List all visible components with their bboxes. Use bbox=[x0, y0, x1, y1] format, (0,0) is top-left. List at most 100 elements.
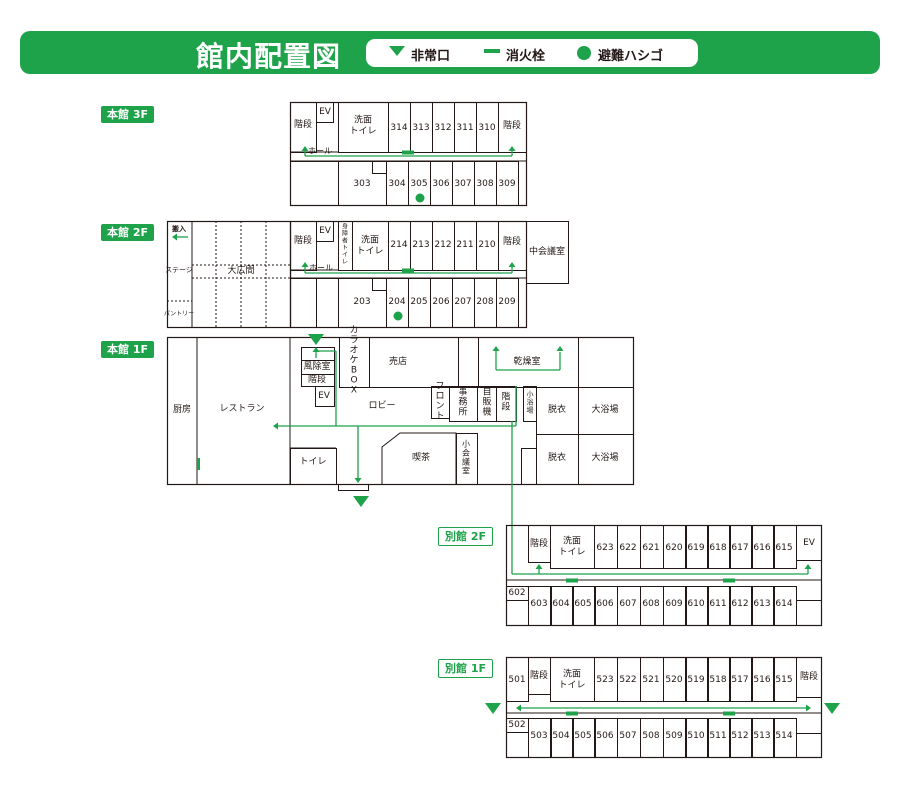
annex-2f-evac-arrow bbox=[804, 564, 812, 569]
main-2f-room-number: 209 bbox=[498, 297, 515, 307]
annex-1f-washroom-label: トイレ bbox=[558, 681, 585, 691]
main-1f-tea-label: 喫茶 bbox=[412, 451, 430, 463]
annex-2f-room bbox=[751, 525, 775, 569]
main-1f-karaoke-label: B bbox=[351, 366, 357, 376]
annex-1f-washroom-label: 洗面 bbox=[563, 668, 581, 680]
main-2f-room-number: 212 bbox=[434, 240, 451, 250]
main-1f-vestibule-label: 風除室 bbox=[303, 360, 330, 372]
main-1f-evac-arrow bbox=[556, 346, 564, 351]
annex-2f-room-number: 621 bbox=[642, 543, 659, 553]
main-1f-emergency-exit bbox=[353, 496, 369, 507]
annex-1f-room bbox=[663, 657, 687, 702]
annex-2f-washroom-label: 洗面 bbox=[563, 535, 581, 547]
main-3f-ev bbox=[316, 102, 334, 123]
main-3f-evac-arrow bbox=[508, 146, 516, 151]
floor-label-main-3f: 本館 3F bbox=[101, 106, 154, 123]
emergency-exit-triangle-icon bbox=[389, 46, 405, 56]
main-2f-room-number: 210 bbox=[478, 240, 495, 250]
main-3f-room-number: 312 bbox=[434, 123, 451, 133]
main-1f-small-meeting-label: 小 bbox=[462, 440, 470, 449]
main-2f-hall-label: ホール bbox=[309, 264, 333, 273]
floor-label-annex-2f: 別館 2F bbox=[438, 527, 493, 546]
annex-2f-room-number: 613 bbox=[753, 599, 770, 609]
annex-1f-room-number: 523 bbox=[596, 675, 613, 685]
annex-2f-room bbox=[707, 525, 731, 569]
annex-1f-stairs-right-label: 階段 bbox=[800, 670, 818, 682]
main-2f-stairs-left-label: 階段 bbox=[294, 234, 312, 246]
main-1f-vending-label: 販 bbox=[482, 396, 491, 408]
annex-1f-room-number: 506 bbox=[596, 731, 613, 741]
annex-2f-room bbox=[685, 586, 709, 626]
main-2f-ev-label: EV bbox=[319, 226, 332, 236]
main-3f-escape-ladder bbox=[415, 193, 425, 203]
main-1f-shop-label: 売店 bbox=[389, 355, 407, 367]
main-1f-vending-label: 自 bbox=[482, 386, 491, 398]
main-1f-bath-label: 大浴場 bbox=[591, 403, 618, 415]
annex-1f-fire-hydrant bbox=[723, 711, 735, 716]
annex-2f-room bbox=[663, 525, 687, 569]
main-1f-drying-label: 乾燥室 bbox=[513, 355, 540, 367]
annex-2f-room-number: 609 bbox=[665, 599, 682, 609]
annex-1f-room bbox=[685, 718, 709, 758]
main-2f-washroom-label: 洗面 bbox=[361, 234, 379, 246]
main-2f-room-block bbox=[316, 278, 339, 328]
main-1f-bath-label: 大浴場 bbox=[591, 451, 618, 463]
main-1f-karaoke-label: X bbox=[351, 386, 357, 396]
main-3f-notch bbox=[372, 161, 387, 174]
annex-1f-emergency-exit bbox=[485, 703, 501, 714]
main-1f-evac-arrow bbox=[354, 478, 362, 483]
annex-1f-room-number: 505 bbox=[574, 731, 591, 741]
annex-2f-ev bbox=[796, 525, 822, 561]
main-2f-room-number: 214 bbox=[390, 240, 407, 250]
main-1f-office-label: 所 bbox=[458, 407, 467, 418]
annex-1f-room-number: 513 bbox=[753, 731, 770, 741]
annex-1f-room bbox=[685, 657, 709, 702]
main-3f-hall-label: ホール bbox=[308, 147, 332, 156]
main-2f-room-number: 206 bbox=[432, 297, 449, 307]
main-2f-room-number: 208 bbox=[476, 297, 493, 307]
main-1f-small-bath-label: 場 bbox=[527, 406, 534, 415]
annex-2f-room-number: 618 bbox=[709, 543, 726, 553]
main-2f-notch bbox=[372, 278, 387, 291]
main-2f-accessible-toilet-label: ト bbox=[342, 245, 348, 252]
main-1f-small-bath-label: 浴 bbox=[527, 398, 534, 407]
main-1f-dressing-label: 脱衣 bbox=[548, 403, 566, 415]
annex-2f-ev-label: EV bbox=[803, 538, 816, 548]
annex-1f-room-number: 521 bbox=[642, 675, 659, 685]
main-2f-room-number: 207 bbox=[454, 297, 471, 307]
annex-2f-room bbox=[707, 586, 731, 626]
main-2f-evac-arrow bbox=[508, 262, 516, 267]
main-1f-office-label: 事 bbox=[458, 386, 467, 398]
main-3f-room-number: 311 bbox=[456, 123, 473, 133]
annex-2f-room-number: 603 bbox=[530, 599, 547, 609]
main-1f-office-label: 務 bbox=[458, 396, 467, 408]
annex-2f-room-number: 619 bbox=[687, 543, 704, 553]
annex-2f-room-number: 622 bbox=[619, 543, 636, 553]
annex-1f-room bbox=[729, 718, 753, 758]
main-3f-stairs-right-label: 階段 bbox=[503, 119, 521, 131]
annex-1f-room-number: 514 bbox=[775, 731, 792, 741]
main-3f-stairs-left bbox=[290, 102, 317, 153]
main-2f-evac-arrow bbox=[172, 233, 177, 241]
main-1f-karaoke-label: O bbox=[350, 376, 357, 386]
main-3f-room-number: 309 bbox=[498, 179, 515, 189]
annex-2f-room bbox=[550, 586, 574, 626]
annex-2f-room bbox=[751, 586, 775, 626]
main-1f-evac-arrow bbox=[273, 422, 278, 430]
annex-1f-room bbox=[550, 718, 574, 758]
main-1f-dressing-label: 脱衣 bbox=[548, 451, 566, 463]
main-3f-room-number: 307 bbox=[454, 179, 471, 189]
main-2f-banquet-label: 大広間 bbox=[227, 264, 254, 276]
escape-ladder-circle-icon bbox=[577, 46, 591, 60]
annex-1f-room bbox=[572, 718, 596, 758]
main-2f-room bbox=[496, 278, 519, 328]
main-1f-vending-label: 機 bbox=[482, 406, 491, 418]
main-1f-small-meeting-label: 室 bbox=[462, 466, 470, 476]
annex-1f-room bbox=[707, 718, 731, 758]
main-1f-shop bbox=[369, 337, 459, 388]
page-title: 館内配置図 bbox=[196, 40, 342, 73]
annex-2f-corner bbox=[796, 600, 822, 626]
main-1f-front-label: ロ bbox=[435, 392, 444, 402]
